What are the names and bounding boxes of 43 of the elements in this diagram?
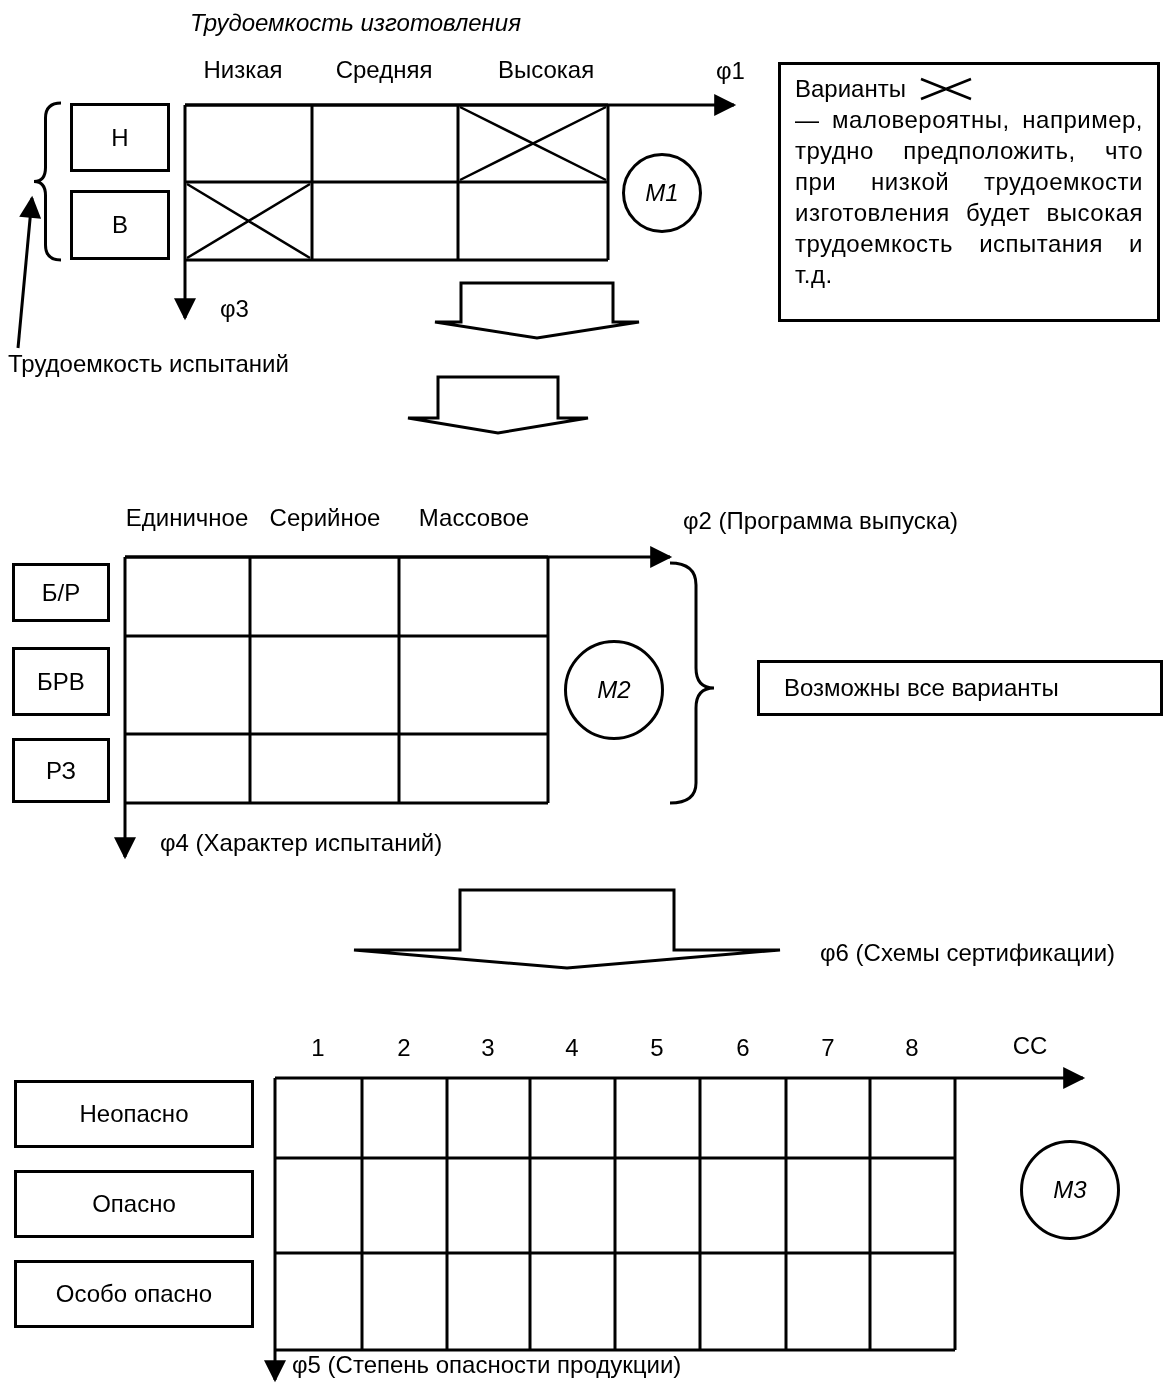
model-label: М1 xyxy=(645,179,679,207)
axis-name: φ3 xyxy=(220,296,249,323)
axis-name: φ5 (Степень опасности продукции) xyxy=(292,1352,682,1379)
model-label: М2 xyxy=(597,676,631,704)
model-label: М3 xyxy=(1053,1176,1087,1204)
column-header: 7 xyxy=(821,1035,835,1062)
column-header: 5 xyxy=(650,1035,664,1062)
column-header: Серийное xyxy=(269,505,381,532)
axis-caption: Трудоемкость испытаний xyxy=(8,350,289,378)
axis-title: Трудоемкость изготовления xyxy=(190,10,521,37)
category-box: РЗ xyxy=(12,738,110,803)
column-header: 4 xyxy=(565,1035,579,1062)
note-text: Варианты xyxy=(795,74,906,104)
column-header: 3 xyxy=(481,1035,495,1062)
column-header: 2 xyxy=(397,1035,411,1062)
category-box: Неопасно xyxy=(14,1080,254,1148)
category-box: БРВ xyxy=(12,647,110,716)
column-header: Высокая xyxy=(497,57,595,84)
block-arrow xyxy=(406,281,641,435)
column-header: Массовое xyxy=(418,505,530,532)
column-header: Единичное xyxy=(125,505,249,532)
axis-name: φ4 (Характер испытаний) xyxy=(160,830,443,857)
column-header: Средняя xyxy=(335,57,433,84)
category-box: Особо опасно xyxy=(14,1260,254,1328)
block-arrow xyxy=(352,888,782,970)
axis-name: φ1 xyxy=(716,58,745,85)
column-header: 6 xyxy=(736,1035,750,1062)
category-box: Б/Р xyxy=(12,563,110,622)
category-box: В xyxy=(70,190,170,260)
column-header: 1 xyxy=(311,1035,325,1062)
category-box: Возможны все варианты xyxy=(757,660,1163,716)
axis-name: φ2 (Программа выпуска) xyxy=(683,508,959,535)
note-text: — маловероятны, например, трудно предположить, что при низкой трудоемкости изготовления будет высокая трудоемкость испытания и т.д. xyxy=(795,105,1143,290)
column-header: 8 xyxy=(905,1035,919,1062)
category-box: Опасно xyxy=(14,1170,254,1238)
model-circle xyxy=(1020,1140,1120,1240)
note-box xyxy=(778,62,1160,322)
leader-arrow xyxy=(16,195,42,349)
column-header: Низкая xyxy=(203,57,283,84)
bracket xyxy=(32,101,62,262)
category-box: Н xyxy=(70,103,170,172)
axis-name: СС xyxy=(1012,1033,1048,1060)
axis-name: φ6 (Схемы сертификации) xyxy=(820,940,1116,967)
